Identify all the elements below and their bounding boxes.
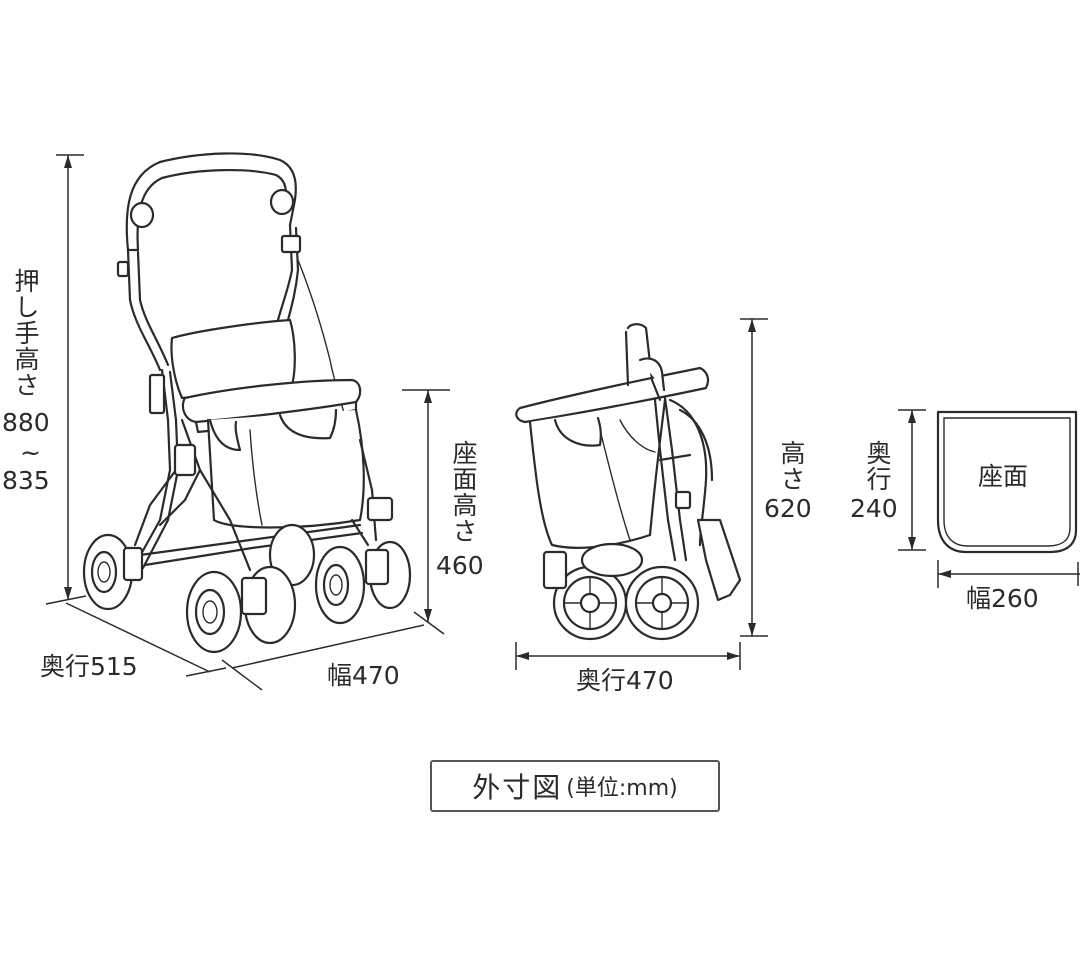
seat-width-dimension bbox=[937, 560, 1080, 588]
seat-depth-value: 240 bbox=[850, 494, 898, 523]
push-handle-height-dimension bbox=[56, 154, 84, 600]
seat-label: 座面 bbox=[978, 462, 1029, 491]
seat-depth-label: 奥行 bbox=[863, 440, 892, 492]
push-handle-height-min: 835 bbox=[2, 466, 50, 495]
folded-height-value: 620 bbox=[764, 494, 812, 523]
seat-width-label: 幅260 bbox=[966, 584, 1039, 613]
rollator-folded-illustration bbox=[515, 323, 742, 641]
folded-wheel-right bbox=[624, 565, 700, 641]
seat-depth-dimension bbox=[898, 409, 926, 551]
rollator-open-illustration bbox=[82, 152, 412, 654]
depth-open-dimension bbox=[45, 595, 227, 677]
caption-unit: (単位:mm) bbox=[566, 776, 678, 801]
width-open-label: 幅470 bbox=[327, 661, 400, 690]
depth-open-label: 奥行515 bbox=[40, 652, 138, 681]
seat-surface-illustration bbox=[936, 410, 1078, 554]
folded-depth-dimension bbox=[515, 642, 741, 670]
wheel-rear-left bbox=[82, 533, 144, 611]
wheel-front-left bbox=[185, 565, 297, 654]
wheel-front-right bbox=[314, 540, 412, 625]
folded-height-dimension bbox=[740, 318, 768, 637]
seat-height-value: 460 bbox=[436, 551, 484, 580]
caption-box: 外寸図 (単位:mm) bbox=[430, 760, 720, 812]
push-handle-height-label: 押し手高さ bbox=[11, 268, 40, 398]
push-handle-height-max: 880 bbox=[2, 408, 50, 437]
folded-depth-label: 奥行470 bbox=[576, 666, 674, 695]
push-handle-height-sep: ~ bbox=[20, 438, 41, 467]
caption-title: 外寸図 bbox=[472, 771, 563, 804]
seat-height-dimension bbox=[402, 389, 450, 622]
width-open-dimension bbox=[221, 611, 445, 691]
folded-height-label: 高さ bbox=[777, 440, 806, 492]
seat-height-label: 座面高さ bbox=[449, 440, 478, 544]
